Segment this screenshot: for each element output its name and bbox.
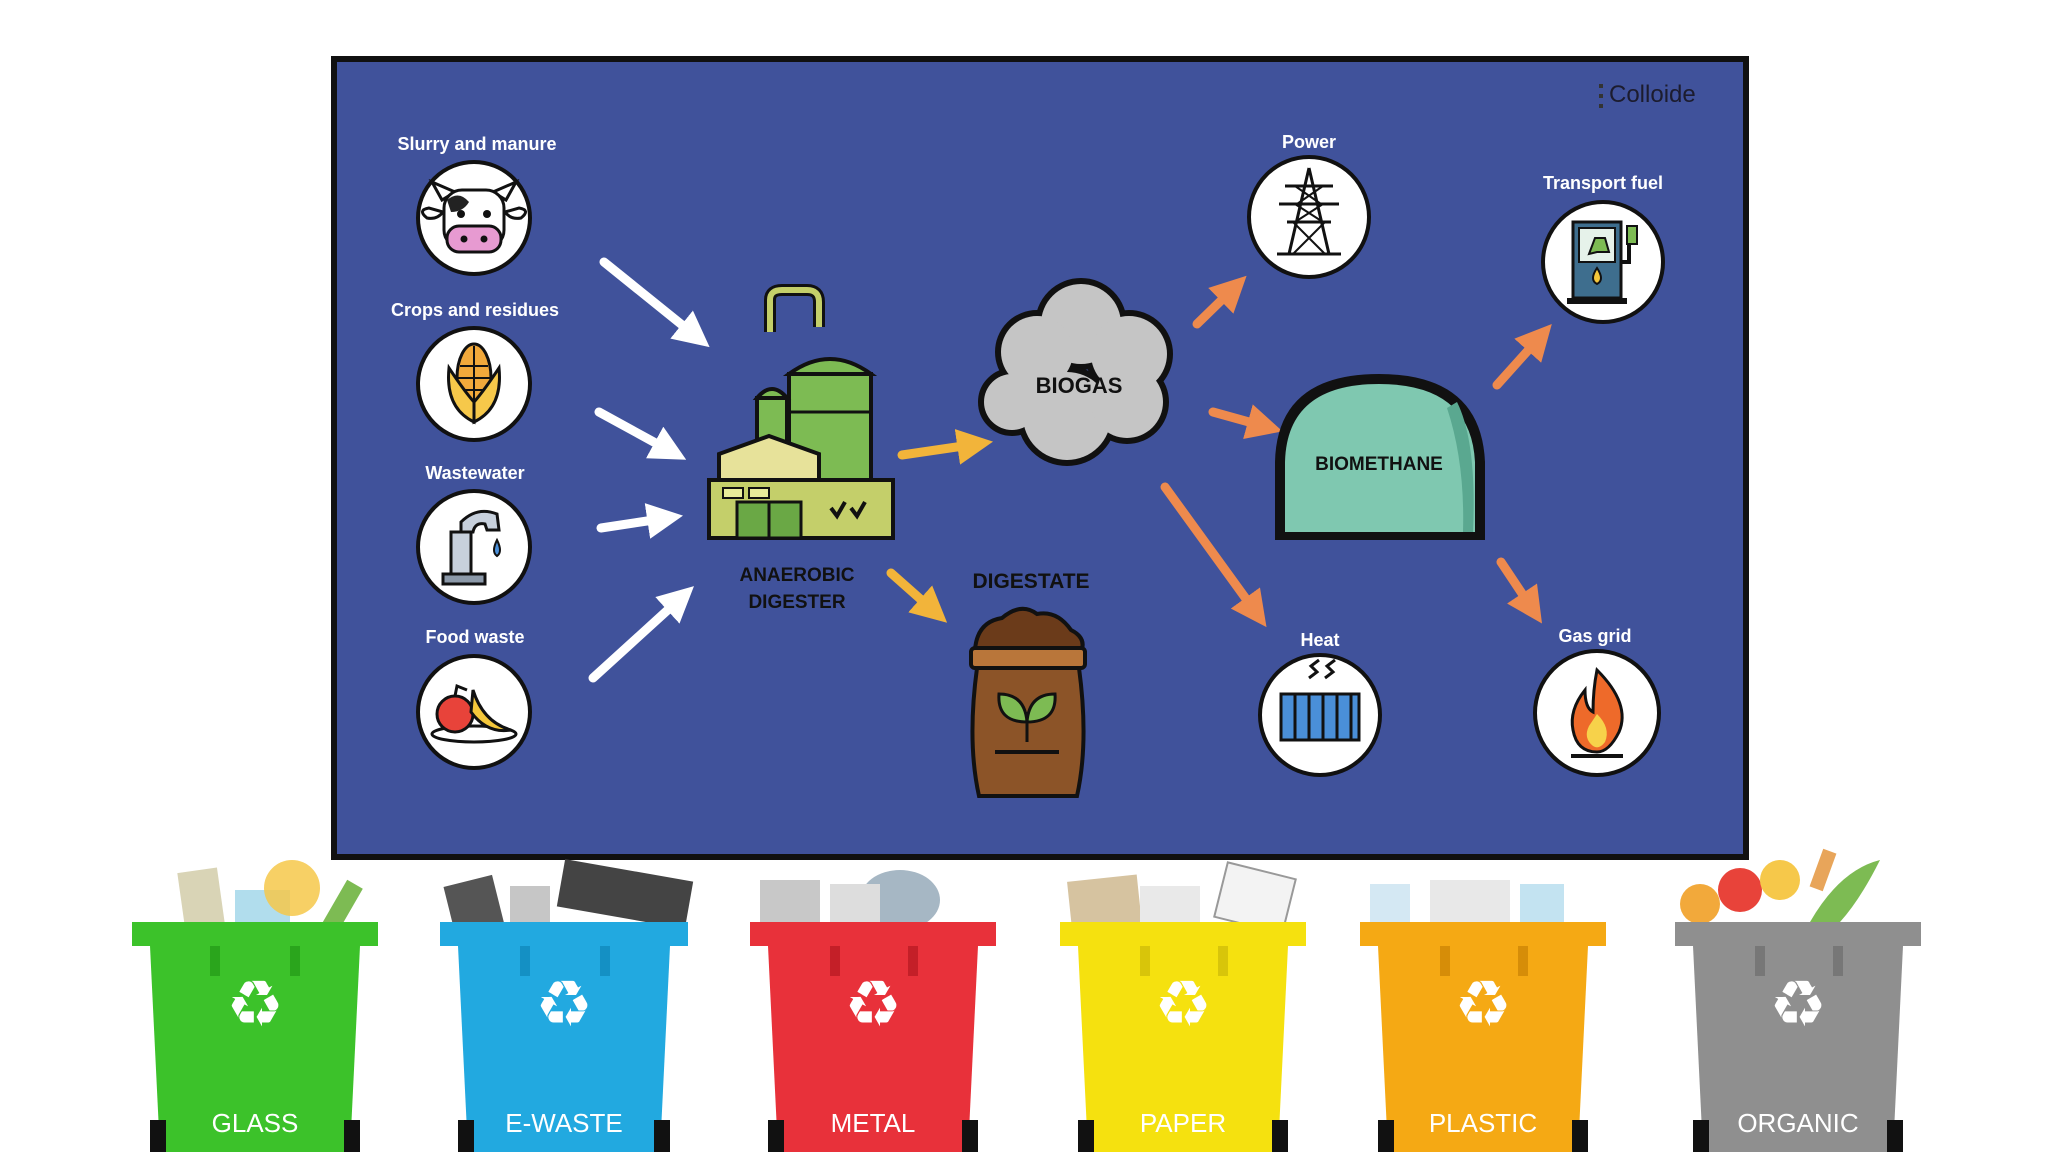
output-label-power: Power bbox=[1282, 132, 1336, 152]
arrow-to-power bbox=[1192, 275, 1247, 329]
colloide-logo: Colloide bbox=[1599, 81, 1696, 108]
arrow-to-biomethane bbox=[1208, 404, 1283, 440]
bin-label-ewaste: E-WASTE bbox=[505, 1108, 622, 1138]
recycle-icon: ♻ bbox=[226, 968, 283, 1042]
digestate-bag-icon bbox=[969, 606, 1087, 798]
biomethane-label: BIOMETHANE bbox=[1315, 454, 1443, 475]
recycle-icon: ♻ bbox=[1454, 968, 1511, 1042]
biogas-label: BIOGAS bbox=[1036, 373, 1123, 398]
arrow-food bbox=[588, 586, 694, 683]
input-label-food: Food waste bbox=[425, 627, 524, 647]
bin-label-organic: ORGANIC bbox=[1737, 1108, 1858, 1138]
bin-label-plastic: PLASTIC bbox=[1429, 1108, 1537, 1138]
recycle-icon: ♻ bbox=[844, 968, 901, 1042]
arrow-crops bbox=[594, 407, 687, 460]
power-tower-icon bbox=[1247, 155, 1371, 279]
arrow-slurry bbox=[599, 257, 710, 348]
radiator-icon bbox=[1258, 653, 1382, 777]
digester-label-line1: ANAEROBIC bbox=[739, 565, 854, 586]
bin-metal: ♻ METAL bbox=[750, 870, 996, 1152]
digester-label-line2: DIGESTER bbox=[748, 592, 845, 613]
corn-icon bbox=[416, 326, 532, 442]
anaerobic-digestion-diagram: Colloide Slurry and manure Crops and res… bbox=[391, 81, 1696, 798]
flame-icon bbox=[1533, 649, 1661, 777]
fuel-pump-icon bbox=[1541, 200, 1665, 324]
diagram-panel: Colloide Slurry and manure Crops and res… bbox=[331, 56, 1749, 860]
bin-glass: ♻ GLASS bbox=[132, 860, 378, 1152]
bin-paper: ♻ PAPER bbox=[1060, 861, 1306, 1152]
recycle-icon: ♻ bbox=[1769, 968, 1826, 1042]
input-label-slurry: Slurry and manure bbox=[397, 134, 556, 154]
recycle-icon: ♻ bbox=[1154, 968, 1211, 1042]
faucet-icon bbox=[416, 489, 532, 605]
food-icon bbox=[416, 654, 532, 770]
bin-label-paper: PAPER bbox=[1140, 1108, 1226, 1138]
recycling-bins: ♻ GLASS ♻ E-WASTE ♻ METAL bbox=[132, 848, 1921, 1152]
input-label-wastewater: Wastewater bbox=[425, 463, 524, 483]
output-label-gas-grid: Gas grid bbox=[1558, 626, 1631, 646]
arrow-to-gas-grid bbox=[1496, 557, 1542, 624]
bin-plastic: ♻ PLASTIC bbox=[1360, 880, 1606, 1152]
digester-icon bbox=[707, 284, 895, 540]
bin-label-metal: METAL bbox=[831, 1108, 916, 1138]
cow-icon bbox=[416, 160, 532, 276]
biogas-cloud-icon bbox=[978, 278, 1173, 466]
recycle-icon: ♻ bbox=[535, 968, 592, 1042]
arrow-to-biogas bbox=[897, 429, 994, 465]
output-label-heat: Heat bbox=[1300, 630, 1339, 650]
arrow-to-heat bbox=[1160, 482, 1267, 628]
digestate-label: DIGESTATE bbox=[972, 570, 1089, 593]
bin-label-glass: GLASS bbox=[212, 1108, 299, 1138]
brand-name: Colloide bbox=[1609, 81, 1696, 108]
arrow-to-transport bbox=[1492, 323, 1552, 390]
input-label-crops: Crops and residues bbox=[391, 300, 559, 320]
output-label-transport: Transport fuel bbox=[1543, 173, 1663, 193]
bin-ewaste: ♻ E-WASTE bbox=[440, 859, 694, 1152]
biomethane-tank-icon bbox=[1275, 374, 1485, 540]
bin-organic: ♻ ORGANIC bbox=[1675, 848, 1921, 1152]
arrow-wastewater bbox=[596, 503, 684, 539]
arrow-to-digestate bbox=[886, 568, 948, 623]
